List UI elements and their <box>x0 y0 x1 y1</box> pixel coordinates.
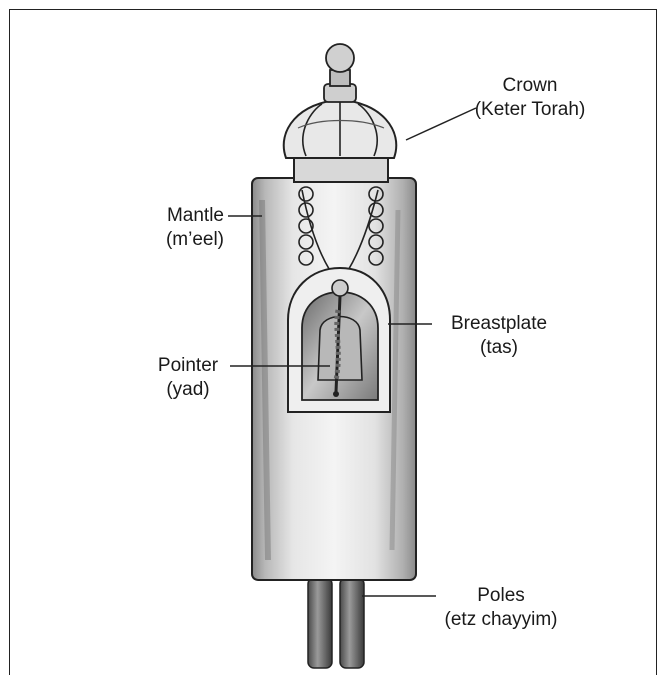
breastplate-label-hebrew: (tas) <box>434 336 564 360</box>
poles-label-hebrew: (etz chayyim) <box>436 608 566 632</box>
mantle-label-name: Mantle <box>136 204 224 228</box>
pointer-label: Pointer (yad) <box>148 354 228 402</box>
pointer-label-name: Pointer <box>148 354 228 378</box>
breastplate-label-name: Breastplate <box>434 312 564 336</box>
poles <box>308 578 364 668</box>
crown-label: Crown (Keter Torah) <box>470 74 590 122</box>
poles-label-name: Poles <box>436 584 566 608</box>
crown-label-name: Crown <box>470 74 590 98</box>
crown-leader <box>406 108 476 140</box>
crown-label-hebrew: (Keter Torah) <box>470 98 590 122</box>
crown <box>284 44 397 182</box>
mantle-label: Mantle (m’eel) <box>136 204 224 252</box>
mantle-label-hebrew: (m’eel) <box>136 228 224 252</box>
breastplate-label: Breastplate (tas) <box>434 312 564 360</box>
pointer-label-hebrew: (yad) <box>148 378 228 402</box>
poles-label: Poles (etz chayyim) <box>436 584 566 632</box>
